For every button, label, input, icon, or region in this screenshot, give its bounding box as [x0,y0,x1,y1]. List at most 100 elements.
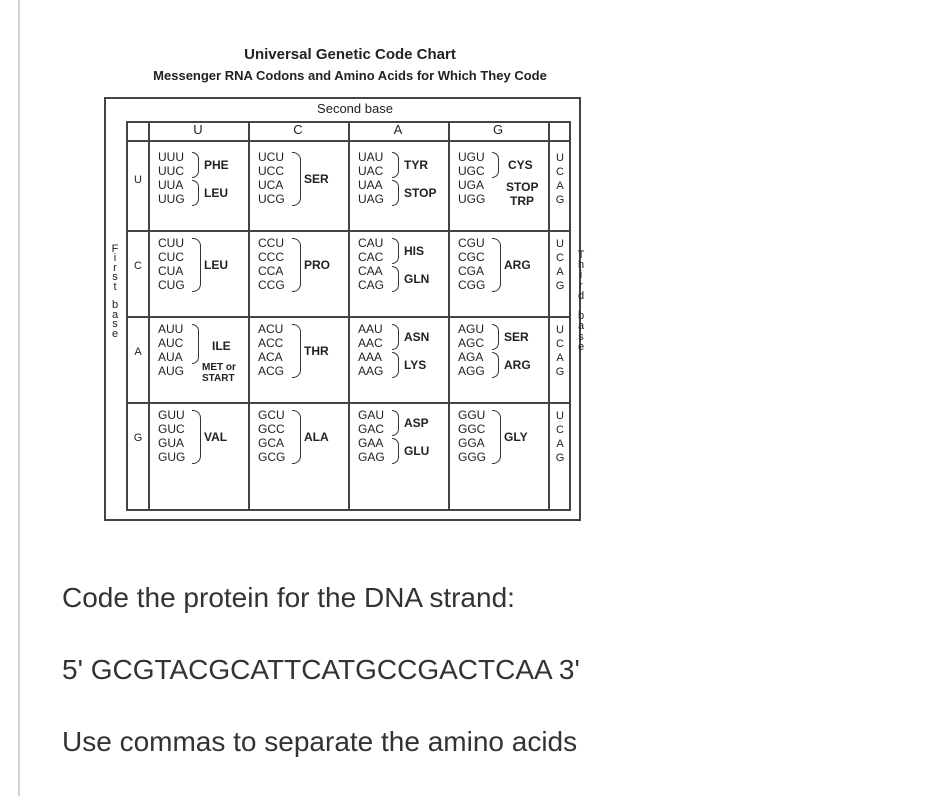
codon: AGC [458,336,485,350]
codon-brace [392,410,399,436]
codon: UCU [258,150,284,164]
codon: CGC [458,250,485,264]
codon: CAA [358,264,383,278]
third-base-letter: C [556,252,564,264]
codon: GGU [458,408,486,422]
codon: ACG [258,364,285,378]
row-divider [126,316,571,318]
codon-brace [392,266,399,292]
first-base-letter: U [134,174,142,186]
codon: ACC [258,336,284,350]
codon: GUA [158,436,185,450]
codon: UAG [358,192,385,206]
third-base-letter: U [556,410,564,422]
codon: AAC [358,336,383,350]
codon: GCG [258,450,286,464]
third-base-label-letter: r [579,279,583,292]
amino-acid: START [202,373,235,384]
codon-brace [292,324,301,378]
amino-acid: ARG [504,258,531,272]
codon: ACU [258,322,284,336]
amino-acid: ARG [504,358,531,372]
codon-brace [492,410,501,464]
codon: GGA [458,436,485,450]
amino-acid: LYS [404,358,427,372]
second-base-header: G [492,122,504,137]
third-base-label-letter: e [577,340,585,353]
codon: AAG [358,364,384,378]
codon: GAU [358,408,385,422]
amino-acid: LEU [204,186,228,200]
row-divider [126,402,571,404]
codon: UUC [158,164,184,178]
first-base-label-letter: i [113,252,117,265]
codon-brace [392,152,399,178]
amino-acid: LEU [204,258,228,272]
codon-brace [492,352,499,378]
codon-brace [492,238,501,292]
first-base-label-letter: s [112,318,118,331]
codon: GUU [158,408,185,422]
third-base-letter: U [556,152,564,164]
second-base-header: C [293,122,303,137]
third-base-label-letter: d [577,289,585,302]
codon: UGG [458,192,486,206]
third-base-letter: G [555,194,565,206]
codon: UAC [358,164,384,178]
second-base-header: A [393,122,403,137]
codon: GUC [158,422,185,436]
codon-brace [292,238,301,292]
first-base-label-letter: F [111,243,119,255]
third-base-letter: C [556,338,564,350]
amino-acid: GLN [404,272,430,286]
codon-brace [192,238,201,292]
amino-acid: ALA [304,430,329,444]
genetic-code-chart [104,97,581,521]
amino-acid: SER [504,330,529,344]
codon: CCG [258,278,285,292]
second-base-header: U [193,122,203,137]
codon-brace [192,324,199,364]
codon: CUG [158,278,185,292]
codon-brace [192,410,201,464]
codon: CCC [258,250,284,264]
third-base-letter: A [556,352,564,364]
codon: GCC [258,422,285,436]
amino-acid: GLY [504,430,528,444]
amino-acid: STOP [506,180,539,194]
codon-brace [392,438,399,464]
codon: CUC [158,250,184,264]
third-base-letter: C [556,166,564,178]
chart-title: Universal Genetic Code Chart [244,46,456,63]
third-base-letter: G [555,280,565,292]
first-base-label-letter: a [111,308,119,321]
codon: UCG [258,192,285,206]
amino-acid: PRO [304,258,331,272]
codon: AGA [458,350,484,364]
third-base-letter: G [555,452,565,464]
third-base-label-letter: b [577,310,585,323]
codon-brace [192,180,199,206]
third-base-letter: A [556,266,564,278]
codon-brace [392,180,399,206]
codon: CAU [358,236,384,250]
codon: AUG [158,364,185,378]
third-base-letter: U [556,324,564,336]
codon: CUU [158,236,184,250]
codon: UGC [458,164,485,178]
amino-acid: ASN [404,330,430,344]
third-base-letter: G [555,366,565,378]
codon: CUA [158,264,184,278]
first-base-letter: G [133,432,143,444]
second-base-label: Second base [317,101,393,116]
first-base-label-letter: s [112,271,118,284]
codon: GUG [158,450,186,464]
codon: AGG [458,364,485,378]
amino-acid: CYS [508,158,533,172]
codon: UGA [458,178,485,192]
amino-acid: STOP [404,186,437,200]
codon: UUU [158,150,184,164]
amino-acid: TYR [404,158,428,172]
codon: UUA [158,178,184,192]
amino-acid: THR [304,344,329,358]
